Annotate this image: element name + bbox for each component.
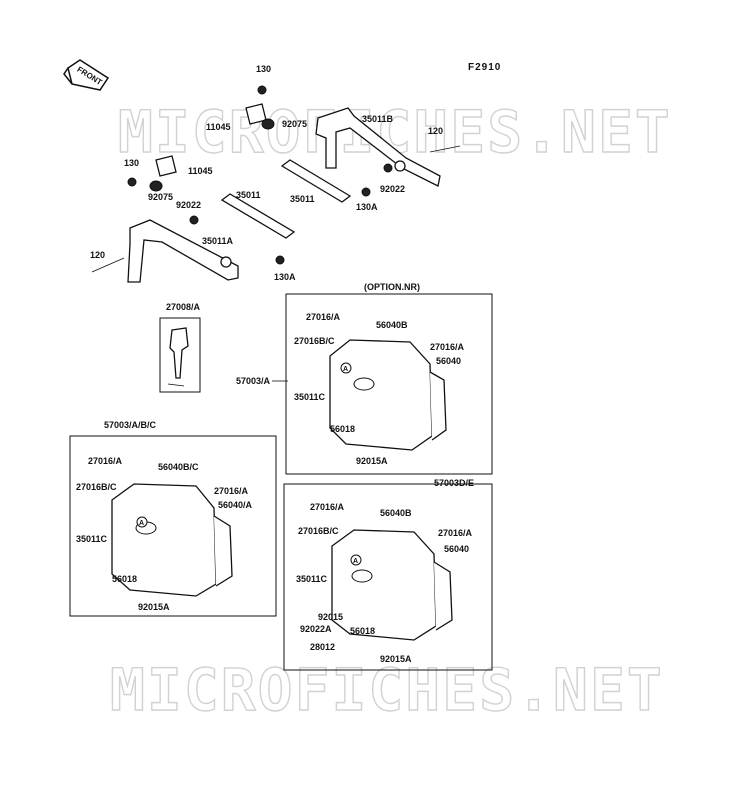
case-left-label-35011c: 35011C: [76, 534, 108, 544]
label-11045: 11045: [188, 166, 213, 176]
label-130a: 130A: [274, 272, 296, 282]
bolt-130a-lower: [275, 255, 285, 265]
case-right-label-28012: 28012: [310, 642, 335, 652]
case-right-marker: A: [353, 558, 358, 565]
label-35011: 35011: [236, 190, 261, 200]
washer-92075-upper: [261, 118, 275, 130]
label-35011a: 35011A: [202, 236, 234, 246]
label-35011b: 35011B: [362, 114, 394, 124]
bracket-35011a: [127, 219, 239, 283]
case-right-body: A: [331, 529, 453, 641]
case-left-marker: A: [139, 520, 144, 527]
label-130: 130: [124, 158, 139, 168]
bolt-120-lower: [91, 257, 125, 273]
bracket-35011a-boss: [220, 256, 232, 268]
washer-92075-lower: [149, 180, 163, 192]
label-120: 120: [428, 126, 443, 136]
case-nr-label-27016bc: 27016B/C: [294, 336, 335, 346]
case-nr-label-56040b: 56040B: [376, 320, 408, 330]
case-nr-label-92015a: 92015A: [356, 456, 388, 466]
case-nr-body: A: [329, 339, 447, 451]
label-120: 120: [90, 250, 105, 260]
case-right-label-92015: 92015: [318, 612, 343, 622]
nut-92022-lower: [189, 215, 199, 225]
option-label: (OPTION.NR): [364, 282, 420, 292]
bolt-120-upper: [429, 145, 461, 153]
case-right-title: 57003D/E: [434, 478, 474, 488]
label-130: 130: [256, 64, 271, 74]
watermark-bottom: MICROFICHES.NET: [110, 656, 664, 724]
case-left-label-56040bc: 56040B/C: [158, 462, 199, 472]
case-nr-box: [285, 293, 493, 475]
case-left-label-27016a-2: 27016/A: [214, 486, 249, 496]
case-left-label-27016bc: 27016B/C: [76, 482, 117, 492]
case-nr-label-27016a: 27016/A: [306, 312, 341, 322]
label-92075: 92075: [148, 192, 173, 202]
case-right-label-56040b: 56040B: [380, 508, 412, 518]
key-box: [159, 317, 201, 393]
plate-11045-lower: [155, 155, 177, 177]
case-nr-label-56040: 56040: [436, 356, 461, 366]
rail-35011-lower: [220, 193, 296, 239]
case-right-label-92015a: 92015A: [380, 654, 412, 664]
case-right-label-27016bc: 27016B/C: [298, 526, 339, 536]
case-right-label-27016a: 27016/A: [310, 502, 345, 512]
rail-35011-upper: [280, 159, 352, 203]
nut-92022-upper: [383, 163, 393, 173]
case-nr-marker: A: [343, 366, 348, 373]
label-92022: 92022: [380, 184, 405, 194]
case-right-label-35011c: 35011C: [296, 574, 328, 584]
figure-code: F2910: [468, 62, 501, 73]
case-left-title: 57003/A/B/C: [104, 420, 157, 430]
case-right-label-56040: 56040: [444, 544, 469, 554]
case-nr-label-56018: 56018: [330, 424, 355, 434]
case-right-label-56018: 56018: [350, 626, 375, 636]
case-left-body: A: [111, 483, 233, 597]
case-left-label-92015a: 92015A: [138, 602, 170, 612]
front-arrow-icon: FRONT: [63, 59, 110, 91]
key-icon: [167, 327, 189, 387]
key-label: 27008/A: [166, 302, 201, 312]
case-left-box: [69, 435, 277, 617]
label-130a: 130A: [356, 202, 378, 212]
bracket-35011b-boss: [394, 160, 406, 172]
label-11045: 11045: [206, 122, 231, 132]
case-nr-label-27016a-2: 27016/A: [430, 342, 465, 352]
label-92022: 92022: [176, 200, 201, 210]
case-left-label-56040a: 56040/A: [218, 500, 253, 510]
label-35011: 35011: [290, 194, 315, 204]
bolt-130a-upper: [361, 187, 371, 197]
bolt-130-upper: [257, 85, 267, 95]
label-92075: 92075: [282, 119, 307, 129]
case-right-label-27016a-2: 27016/A: [438, 528, 473, 538]
bolt-130-lower: [127, 177, 137, 187]
case-nr-label-35011c: 35011C: [294, 392, 326, 402]
case-right-box: [283, 483, 493, 671]
case-nr-title: 57003/A: [236, 376, 271, 386]
bracket-assembly: [91, 85, 461, 283]
case-right-label-92022a: 92022A: [300, 624, 332, 634]
bracket-35011b: [315, 107, 441, 187]
case-left-label-56018: 56018: [112, 574, 137, 584]
case-left-label-27016a: 27016/A: [88, 456, 123, 466]
